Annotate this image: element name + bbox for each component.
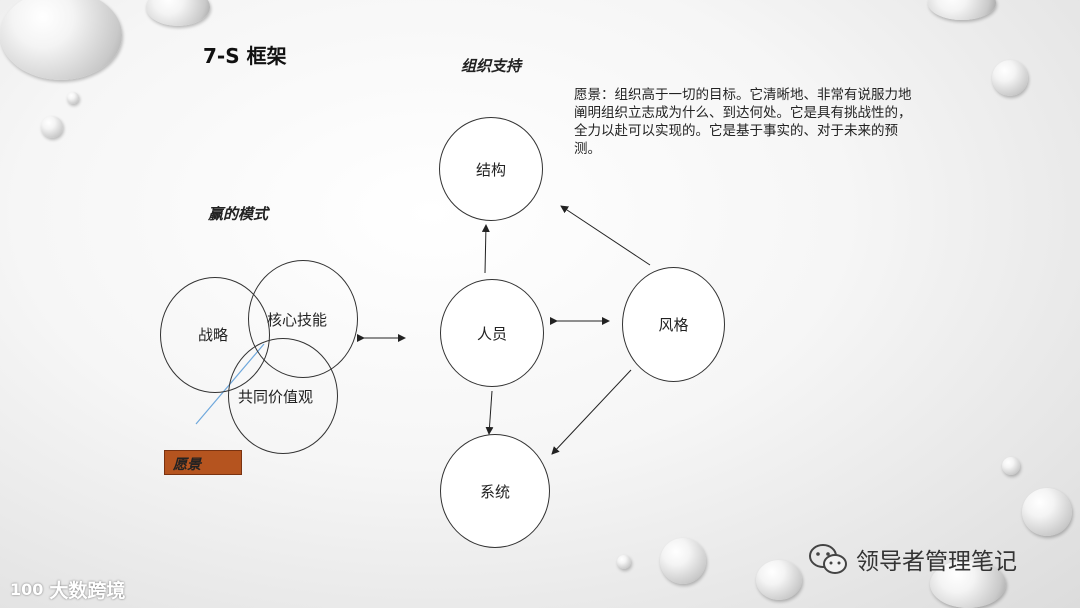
shared-values-circle — [228, 338, 338, 454]
vision-box: 愿景 — [164, 450, 242, 475]
arrow-style-system — [551, 369, 632, 455]
water-drop — [0, 0, 122, 80]
brand-logo: 100 — [10, 580, 44, 599]
water-drop — [1002, 457, 1020, 475]
vision-description: 愿景：组织高于一切的目标。它清晰地、非常有说服力地阐明组织立志成为什么、到达何处… — [574, 87, 912, 157]
brand-name: 大数跨境 — [49, 580, 126, 602]
arrow-people-structure — [481, 224, 490, 274]
people-label: 人员 — [476, 324, 507, 343]
water-drop — [992, 60, 1028, 96]
style-label: 风格 — [658, 316, 689, 334]
water-drop — [930, 560, 1006, 608]
system-node: 系统 — [440, 434, 550, 548]
strategy-label: 战略 — [198, 326, 229, 344]
shared-values-label: 共同价值观 — [238, 388, 314, 406]
system-label: 系统 — [479, 482, 510, 501]
org-support-label: 组织支持 — [461, 57, 522, 75]
brand-watermark: 100 大数跨境 — [10, 576, 125, 603]
wechat-icon — [809, 544, 847, 574]
structure-node: 结构 — [439, 117, 543, 221]
arrow-style-structure — [560, 205, 651, 266]
water-drop — [756, 560, 802, 600]
water-drop — [617, 555, 631, 569]
slide-title: 7-S 框架 — [203, 44, 287, 68]
water-drop — [660, 538, 706, 584]
water-drop — [1022, 488, 1072, 536]
win-mode-label: 赢的模式 — [208, 205, 269, 223]
water-drop — [67, 92, 79, 104]
water-drop — [41, 116, 63, 138]
arrow-people-system — [485, 390, 494, 435]
wechat-watermark: 领导者管理笔记 — [808, 542, 1017, 576]
wechat-account-name: 领导者管理笔记 — [856, 549, 1017, 575]
water-drop — [928, 0, 996, 20]
core-skills-label: 核心技能 — [267, 311, 328, 329]
people-node: 人员 — [440, 279, 544, 387]
structure-label: 结构 — [475, 160, 506, 179]
style-node: 风格 — [622, 267, 725, 382]
